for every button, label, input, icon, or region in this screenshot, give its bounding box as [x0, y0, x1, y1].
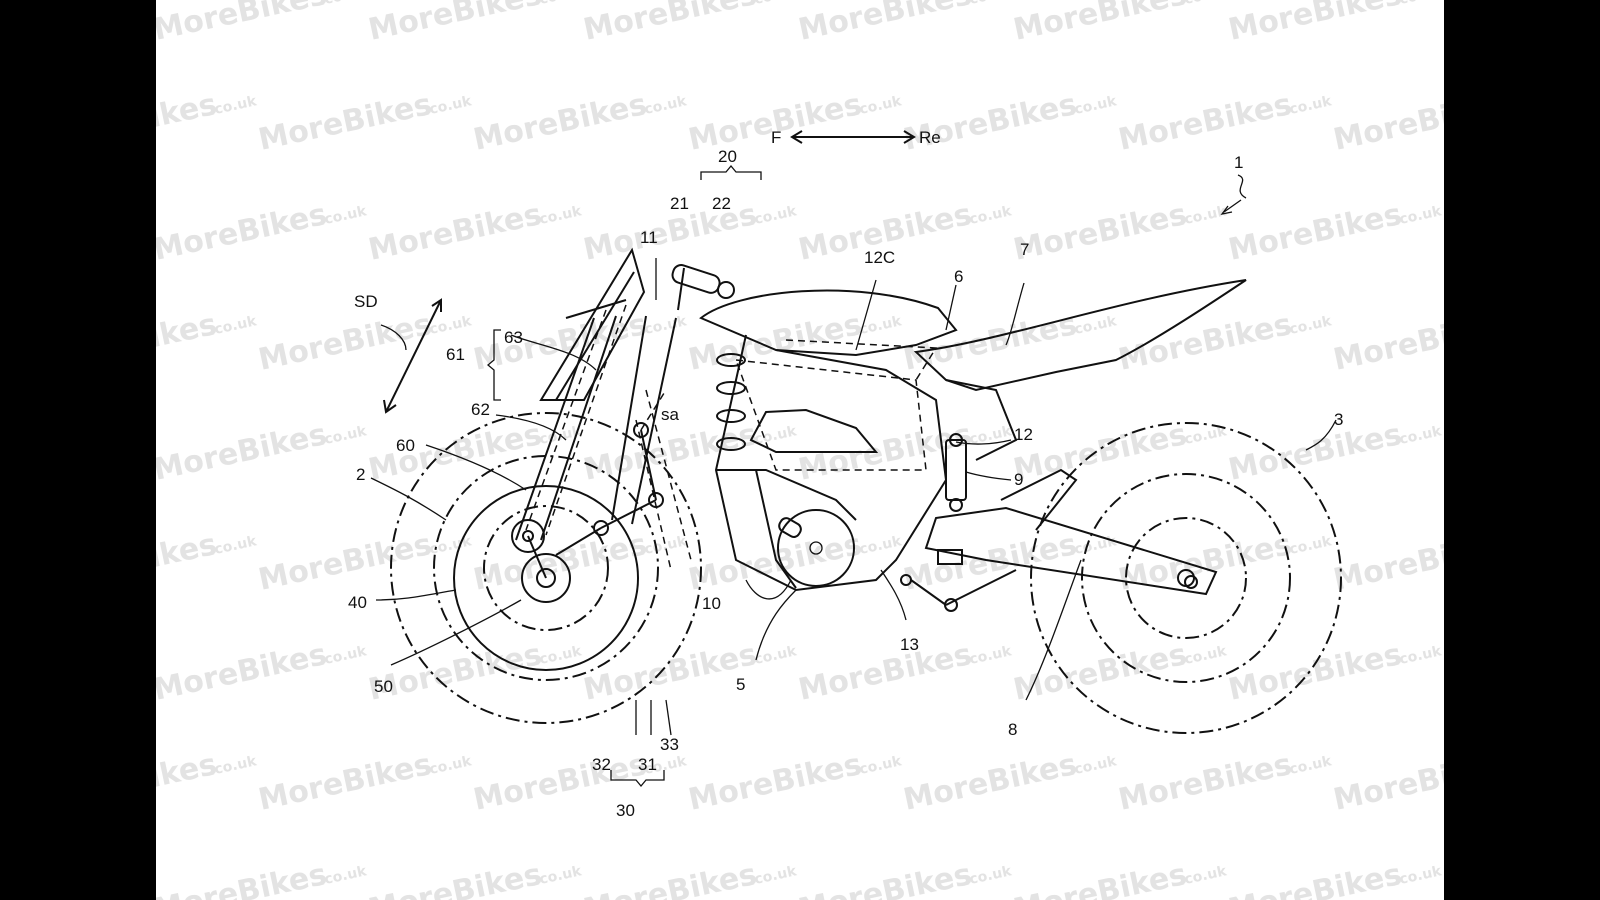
- rear-wheel: [1030, 422, 1342, 734]
- label-12: 12: [1014, 425, 1033, 444]
- leader-lines: [370, 174, 1337, 736]
- label-6: 6: [954, 267, 963, 286]
- seat-and-tail: [913, 279, 1247, 461]
- handlebar: [671, 264, 735, 311]
- label-31: 31: [638, 755, 657, 774]
- front-wheel: [390, 412, 702, 724]
- label-8: 8: [1008, 720, 1017, 739]
- label-9: 9: [1014, 470, 1023, 489]
- label-30: 30: [616, 801, 635, 820]
- label-20: 20: [718, 147, 737, 166]
- label-1: 1: [1234, 153, 1243, 172]
- rear-shock: [945, 433, 967, 512]
- label-33: 33: [660, 735, 679, 754]
- label-22: 22: [712, 194, 731, 213]
- front-spring: [716, 353, 746, 451]
- headlight-cowl: [539, 247, 646, 401]
- direction-arrow: [790, 130, 916, 144]
- label-7: 7: [1020, 240, 1029, 259]
- label-12c: 12C: [864, 248, 895, 267]
- brackets: [486, 164, 762, 788]
- label-11: 11: [640, 228, 658, 247]
- label-62: 62: [471, 400, 490, 419]
- sd-arrow: [383, 298, 442, 414]
- front-direction-label: F: [771, 128, 781, 147]
- label-32: 32: [592, 755, 611, 774]
- label-61: 61: [446, 345, 465, 364]
- label-40: 40: [348, 593, 367, 612]
- patent-sheet: MoreBikes.co.ukMoreBikes.co.ukMoreBikes.…: [156, 0, 1444, 900]
- swingarm: [924, 468, 1218, 596]
- linkage: [900, 549, 1017, 612]
- label-10: 10: [702, 594, 721, 613]
- label-sa: sa: [661, 405, 680, 424]
- label-13: 13: [900, 635, 919, 654]
- label-sd: SD: [354, 292, 378, 311]
- label-50: 50: [374, 677, 393, 696]
- motor: [777, 509, 855, 587]
- label-3: 3: [1334, 410, 1343, 429]
- label-60: 60: [396, 436, 415, 455]
- patent-drawing: F Re 20 21 22 11 1 12C 6 7 SD 63 61 62 s…: [348, 128, 1343, 820]
- label-2: 2: [356, 465, 365, 484]
- rear-direction-label: Re: [919, 128, 941, 147]
- label-63: 63: [504, 328, 523, 347]
- label-5: 5: [736, 675, 745, 694]
- label-21: 21: [670, 194, 689, 213]
- front-fork: [511, 299, 692, 579]
- frame-and-tank: [699, 289, 958, 592]
